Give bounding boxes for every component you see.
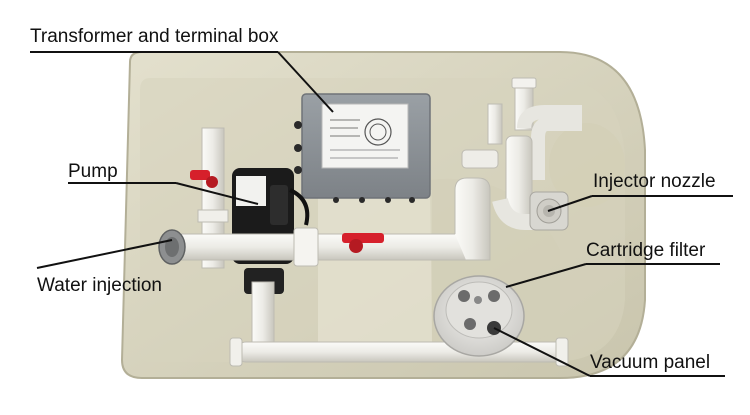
leader-vacuum-panel-diagonal [493, 327, 591, 377]
bottom-pipe [229, 337, 569, 367]
main-horizontal-pipe [175, 177, 491, 267]
leader-water-injection [36, 239, 173, 269]
left-vertical-pipe [190, 127, 229, 269]
water-injection-fitting [158, 229, 186, 265]
leader-cartridge-filter-diagonal [505, 263, 587, 288]
right-plumbing [461, 77, 582, 230]
label-cartridge-filter: Cartridge filter [586, 240, 706, 261]
lower-pipe [251, 281, 275, 343]
label-injector-nozzle: Injector nozzle [593, 171, 716, 192]
leader-pump-diagonal [175, 182, 259, 205]
label-transformer-terminal-box: Transformer and terminal box [30, 26, 279, 47]
label-water-injection: Water injection [37, 275, 162, 296]
leader-injector-nozzle-diagonal [547, 195, 593, 212]
label-vacuum-panel: Vacuum panel [590, 352, 711, 373]
control-box [294, 93, 431, 203]
leader-lines [30, 51, 733, 377]
leader-transformer-diagonal [277, 51, 334, 113]
label-pump: Pump [68, 161, 118, 182]
cartridge-filter [433, 275, 525, 357]
